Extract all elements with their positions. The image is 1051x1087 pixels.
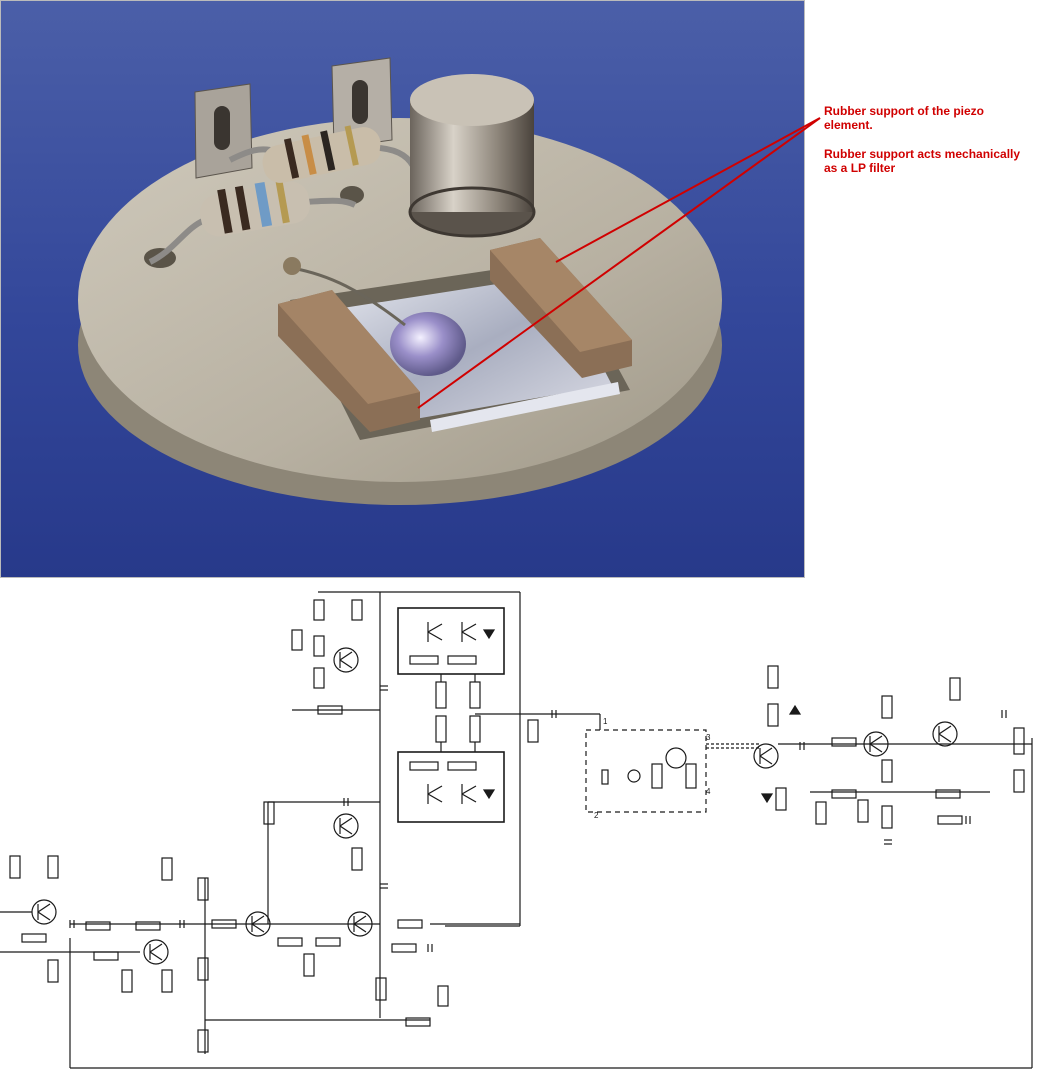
rubber-support-annotation: Rubber support of the piezo element. [824, 104, 984, 132]
resistor-network [435, 674, 520, 752]
capsule-photo [0, 0, 805, 578]
amplifier-schematic: 1 2 3 4 [0, 578, 1051, 1087]
capacitors [69, 685, 1007, 952]
node-label-1: 1 [603, 717, 608, 726]
supply-rails [69, 591, 1033, 1069]
transistors [31, 647, 958, 965]
darlington-module-lower [397, 751, 505, 823]
node-label-3: 3 [706, 733, 711, 742]
resistors [148, 125, 418, 265]
node-labels: 1 2 3 4 [594, 717, 711, 820]
node-label-4: 4 [706, 787, 711, 796]
piezo-transducer-box [585, 729, 760, 813]
transistor-can [408, 74, 536, 238]
resistors-schematic [9, 599, 1025, 1053]
lp-filter-annotation: Rubber support acts mechanically as a LP… [824, 147, 1021, 175]
diodes [760, 704, 802, 804]
darlington-module-upper [397, 607, 505, 675]
wiring [0, 713, 1032, 1054]
node-label-2: 2 [594, 811, 599, 820]
